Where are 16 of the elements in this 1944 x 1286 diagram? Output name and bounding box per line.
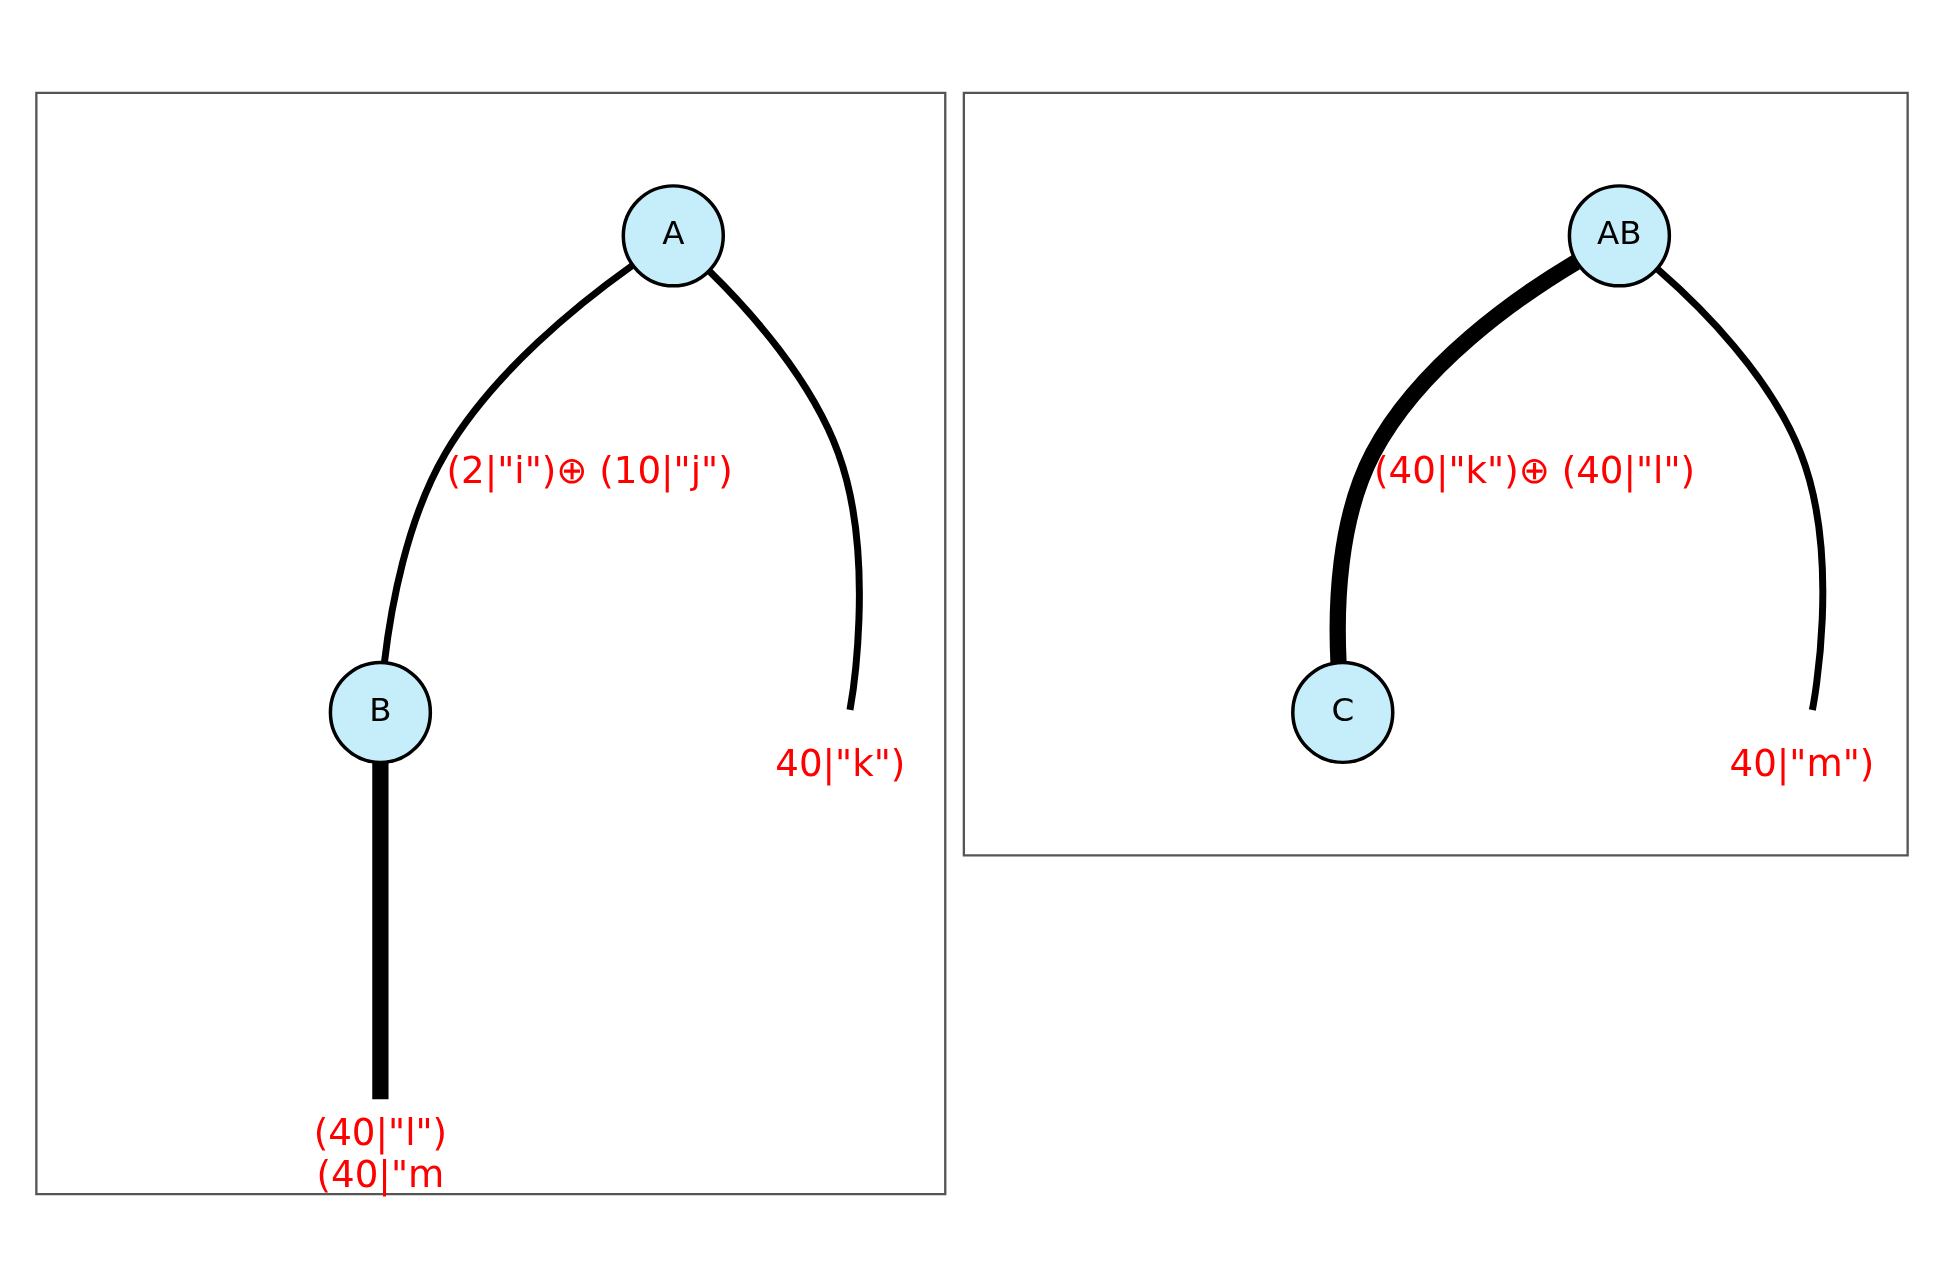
cluster — [35, 91, 947, 1195]
connector — [372, 762, 389, 1099]
edge-label: (2|"i")⊕ (10|"j") — [446, 447, 733, 492]
cluster — [962, 91, 1909, 856]
node-circle: C — [1291, 660, 1395, 764]
node-circle: AB — [1567, 183, 1672, 288]
node-circle: B — [328, 660, 433, 764]
edge-label: 40|"k") — [775, 740, 906, 785]
edge-label: (40|"l") (40|"m — [313, 1109, 448, 1196]
node-circle: A — [621, 183, 725, 288]
connector — [707, 268, 863, 711]
edge-label: (40|"k")⊕ (40|"l") — [1374, 447, 1696, 492]
connector — [1655, 266, 1827, 711]
connector — [380, 262, 635, 663]
edge-label: 40|"m") — [1729, 740, 1875, 785]
connector — [1329, 254, 1581, 663]
